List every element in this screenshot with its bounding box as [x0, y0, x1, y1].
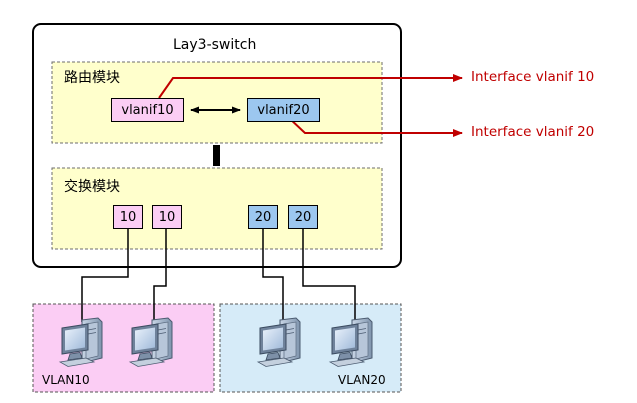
port-box: 10: [152, 205, 182, 229]
interface-arrow-10: [158, 74, 463, 99]
switch-title: Lay3-switch: [173, 37, 257, 53]
switching-module: [51, 167, 383, 250]
cable-3: [262, 229, 284, 322]
cable-4: [302, 229, 356, 322]
switching-module-label: 交换模块: [64, 179, 120, 195]
vlanif20-box: vlanif20: [247, 98, 320, 122]
vlan20-label: VLAN20: [338, 373, 386, 387]
port-box: 20: [288, 205, 318, 229]
port-box: 20: [248, 205, 278, 229]
interface-label: Interface vlanif 10: [471, 69, 595, 85]
cable-1: [81, 229, 129, 322]
interface-label: Interface vlanif 20: [471, 124, 595, 140]
routing-module: [51, 61, 383, 144]
routing-module-label: 路由模块: [64, 70, 120, 86]
vlan10-label: VLAN10: [42, 373, 90, 387]
interface-arrow-20: [287, 116, 463, 137]
vlanif10-box: vlanif10: [111, 98, 184, 122]
module-connector: [213, 145, 220, 166]
cable-2: [153, 229, 167, 322]
port-box: 10: [113, 205, 143, 229]
